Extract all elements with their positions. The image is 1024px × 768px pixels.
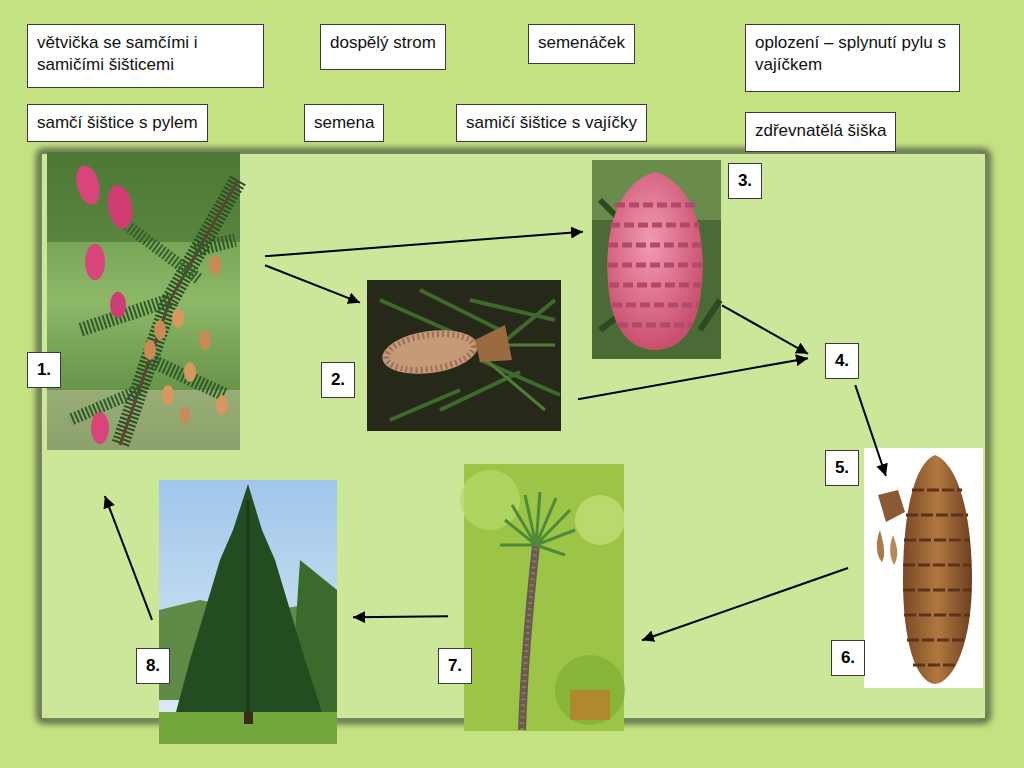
seedling-photo	[460, 464, 625, 731]
branch-photo	[47, 152, 240, 450]
term-text: zdřevnatělá šiška	[755, 120, 886, 142]
stage-photo: 1.	[47, 152, 240, 450]
callout-number: 6.	[831, 640, 865, 676]
term-text: větvička se samčími i samičími šišticemi	[37, 32, 254, 76]
stage-photo: 6.	[900, 452, 978, 684]
stage-photo: 7.	[464, 464, 624, 731]
cycle-arrow	[353, 616, 448, 617]
word-card: semenáček	[528, 24, 635, 64]
term-text: dospělý strom	[330, 32, 436, 54]
cycle-arrow	[855, 385, 886, 476]
callout-number: 8.	[136, 648, 170, 684]
male-cone-photo	[367, 280, 561, 431]
word-card: samičí šištice s vajíčky	[456, 104, 647, 142]
word-card: větvička se samčími i samičími šišticemi	[27, 24, 264, 88]
callout-number: 4.	[835, 350, 849, 372]
cycle-arrow	[578, 358, 808, 399]
term-text: samčí šištice s pylem	[37, 112, 198, 134]
cycle-arrow	[105, 496, 152, 620]
cycle-arrow	[265, 265, 360, 302]
word-card: dospělý strom	[320, 24, 446, 70]
word-card: zdřevnatělá šiška	[745, 112, 896, 152]
callout-number: 1.	[27, 352, 61, 388]
stage-photo: 3.	[592, 160, 721, 359]
cycle-arrow	[642, 568, 848, 640]
stage-photo: 2.	[367, 280, 561, 431]
callout-number: 5.	[825, 450, 859, 486]
female-cone-photo	[592, 160, 721, 359]
cycle-arrow	[265, 232, 583, 257]
stage-photo: 5.	[870, 486, 900, 566]
stage-photo: 8.	[159, 480, 337, 744]
word-card: semena	[304, 104, 384, 142]
callout-number: 3.	[728, 163, 762, 199]
term-text: samičí šištice s vajíčky	[466, 112, 637, 134]
term-text: semenáček	[538, 32, 625, 54]
word-card: oplození – splynutí pylu s vajíčkem	[745, 24, 960, 92]
word-card: samčí šištice s pylem	[27, 104, 208, 142]
cycle-arrow	[722, 305, 808, 354]
tree-photo	[159, 480, 337, 744]
callout-number: 2.	[321, 362, 355, 398]
term-text: oplození – splynutí pylu s vajíčkem	[755, 32, 950, 76]
woody-cone-photo	[864, 448, 983, 688]
callout-box: 4.	[825, 343, 859, 379]
callout-number: 7.	[438, 648, 472, 684]
term-text: semena	[314, 112, 374, 134]
